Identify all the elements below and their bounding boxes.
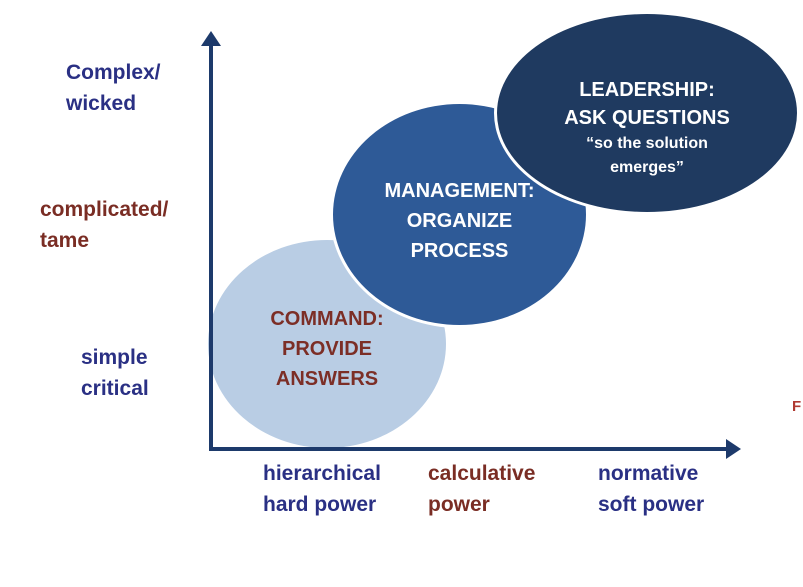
- bubble-line: PROCESS: [410, 239, 509, 262]
- y-axis-arrow-icon: [201, 31, 221, 46]
- leadership-ellipse: LEADERSHIP: ASK QUESTIONS “so the soluti…: [494, 11, 800, 215]
- bubble-line: ANSWERS: [275, 368, 379, 390]
- y-axis-label-complicated-tame: complicated/ tame: [40, 194, 168, 256]
- bubble-title: MANAGEMENT:: [384, 179, 535, 202]
- label-line: calculative: [428, 462, 536, 485]
- label-line: simple: [81, 346, 148, 369]
- x-axis-label-normative-soft-power: normative soft power: [598, 458, 704, 520]
- label-line: complicated/: [40, 198, 169, 221]
- bubble-title: COMMAND:: [270, 308, 384, 330]
- bubble-line: PROVIDE: [281, 338, 373, 360]
- y-axis-label-complex-wicked: Complex/ wicked: [66, 57, 161, 119]
- label-line: Complex/: [66, 61, 161, 84]
- x-axis-label-calculative-power: calculative power: [428, 458, 535, 520]
- label-line: normative: [598, 462, 699, 485]
- label-line: hierarchical: [263, 462, 381, 485]
- y-axis-line: [209, 44, 213, 450]
- y-axis-label-simple-critical: simple critical: [81, 342, 149, 404]
- x-axis-label-hierarchical-hard-power: hierarchical hard power: [263, 458, 381, 520]
- bubble-quote-line: emerges”: [610, 159, 684, 176]
- label-line: tame: [40, 229, 90, 252]
- label-line: wicked: [66, 92, 137, 115]
- label-line: critical: [81, 377, 149, 400]
- right-edge-text-fragment: F: [792, 398, 802, 415]
- x-axis-line: [209, 447, 727, 451]
- bubble-title: LEADERSHIP:: [579, 79, 715, 101]
- label-line: soft power: [598, 493, 705, 516]
- bubble-quote-line: “so the solution: [586, 135, 708, 152]
- label-line: power: [428, 493, 490, 516]
- label-line: hard power: [263, 493, 377, 516]
- x-axis-arrow-icon: [726, 439, 741, 459]
- bubble-line: ORGANIZE: [406, 209, 513, 232]
- bubble-line: ASK QUESTIONS: [564, 107, 730, 129]
